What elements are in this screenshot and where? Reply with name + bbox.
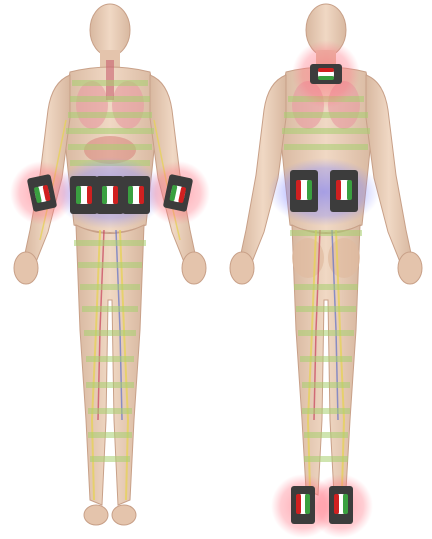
human-body-front-icon bbox=[14, 4, 206, 525]
electrode-pad-foot-right bbox=[329, 486, 353, 524]
electrode-pad-abdomen-3 bbox=[122, 176, 150, 214]
electrode-pad-neck bbox=[310, 64, 342, 84]
electrode-pad-foot-left bbox=[291, 486, 315, 524]
electrode-pad-abdomen-2 bbox=[96, 176, 124, 214]
electrode-pad-lower-back-right bbox=[330, 170, 358, 212]
electrode-pad-abdomen-1 bbox=[70, 176, 98, 214]
glow-lower-back bbox=[268, 158, 380, 226]
electrode-pad-lower-back-left bbox=[290, 170, 318, 212]
